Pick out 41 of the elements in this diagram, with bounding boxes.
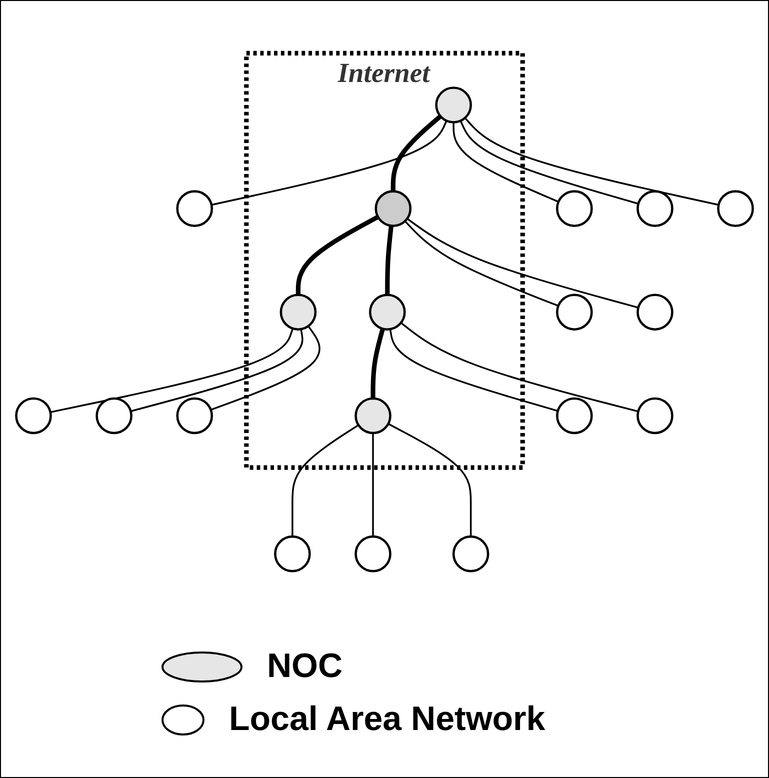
node-ellipse (636, 397, 674, 434)
connector (406, 218, 639, 308)
node-ellipse (374, 190, 412, 227)
connector (130, 328, 304, 412)
connector (296, 214, 380, 295)
legend-label: Local Area Network (229, 700, 546, 739)
connector (452, 122, 559, 202)
connector (385, 225, 394, 295)
legend-label: NOC (267, 647, 343, 686)
connector (211, 120, 448, 206)
connector (370, 328, 385, 398)
node-ellipse (280, 294, 317, 330)
connector (50, 328, 294, 413)
connector (400, 322, 638, 412)
node-ellipse (452, 535, 490, 572)
cluster (244, 50, 525, 470)
connector (388, 422, 472, 536)
node-ellipse (636, 294, 674, 330)
connector (390, 114, 442, 192)
node-ellipse (717, 190, 754, 227)
node-ellipse (556, 190, 593, 227)
connector (292, 424, 359, 536)
network-diagram: Internet (7, 44, 762, 580)
connector (210, 325, 320, 410)
node-ellipse (15, 397, 52, 434)
connector (389, 328, 558, 412)
connector (464, 117, 719, 206)
node-ellipse (96, 397, 132, 434)
node-ellipse (176, 397, 214, 434)
node-ellipse (354, 535, 392, 572)
node-ellipse (636, 190, 674, 227)
node-ellipse (435, 86, 472, 124)
node-ellipse (556, 294, 593, 330)
node-ellipse (274, 535, 311, 572)
connector (372, 432, 374, 536)
node-ellipse (354, 397, 392, 434)
connector (404, 220, 559, 307)
node-ellipse (368, 294, 406, 330)
node-ellipse (556, 397, 593, 434)
node-ellipse (176, 190, 214, 227)
connector (460, 120, 639, 204)
